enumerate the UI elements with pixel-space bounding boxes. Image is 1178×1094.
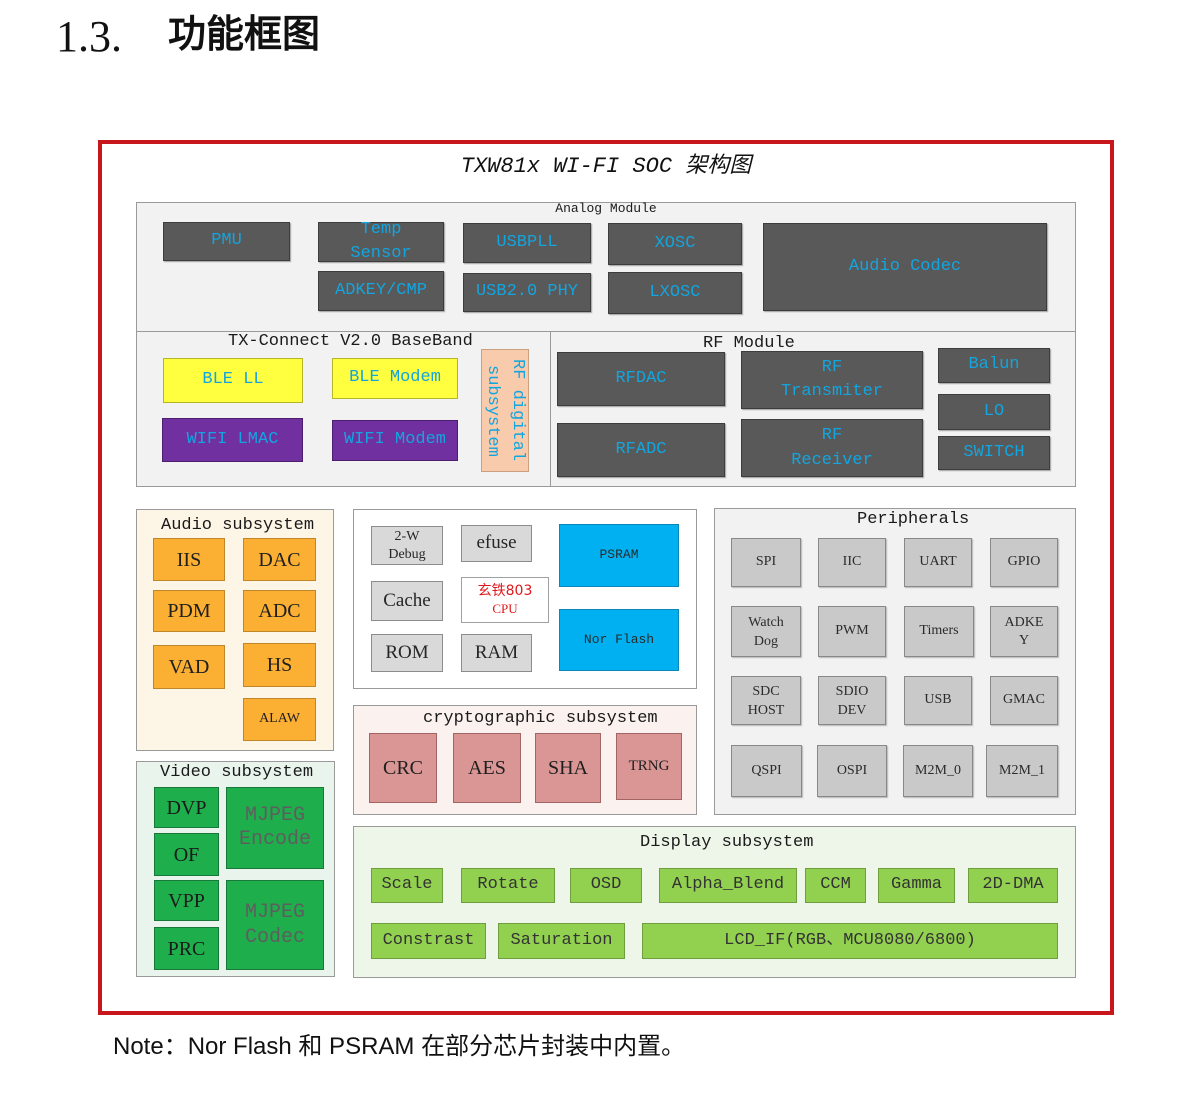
block-mjpeg-codec: MJPEG Codec bbox=[226, 880, 324, 970]
block-rfadc: RFADC bbox=[557, 423, 725, 477]
block-temp-sensor: Temp Sensor bbox=[318, 220, 444, 263]
block-gpio: GPIO bbox=[990, 538, 1058, 587]
block-lxosc: LXOSC bbox=[608, 272, 742, 314]
block-usb2-phy: USB2.0 PHY bbox=[463, 273, 591, 312]
block-alpha-blend: Alpha_Blend bbox=[659, 868, 797, 903]
block-nor-flash: Nor Flash bbox=[559, 609, 679, 671]
rf-digital-subsystem-label: RF digital subsystem bbox=[483, 359, 527, 462]
block-audio-codec: Audio Codec bbox=[763, 223, 1047, 311]
block-qspi: QSPI bbox=[731, 745, 802, 797]
adkey-label: ADKEY bbox=[1004, 614, 1044, 648]
block-rfdac: RFDAC bbox=[557, 352, 725, 406]
block-lcd-if: LCD_IF(RGB、MCU8080/6800) bbox=[642, 923, 1058, 959]
block-rf-transmitter: RF Transmiter bbox=[741, 351, 923, 409]
rf-module-label: RF Module bbox=[703, 334, 795, 353]
block-psram: PSRAM bbox=[559, 524, 679, 587]
block-ospi: OSPI bbox=[817, 745, 887, 797]
block-rf-digital-subsystem: RF digital subsystem bbox=[481, 349, 529, 472]
block-cache: Cache bbox=[371, 581, 443, 621]
audio-subsystem-label: Audio subsystem bbox=[161, 516, 315, 535]
baseband-label: TX-Connect V2.0 BaseBand bbox=[228, 332, 473, 351]
block-sdc-host: SDC HOST bbox=[731, 676, 801, 725]
block-alaw: ALAW bbox=[243, 698, 316, 741]
cpu-label: CPU bbox=[492, 601, 518, 616]
block-pwm: PWM bbox=[818, 606, 886, 657]
block-gamma: Gamma bbox=[878, 868, 955, 903]
block-balun: Balun bbox=[938, 348, 1050, 383]
block-pmu: PMU bbox=[163, 222, 290, 261]
section-title: 功能框图 bbox=[168, 12, 321, 56]
block-osd: OSD bbox=[570, 868, 642, 903]
block-m2m-1: M2M_1 bbox=[986, 745, 1058, 797]
block-hs: HS bbox=[243, 643, 316, 687]
block-usbpll: USBPLL bbox=[463, 223, 591, 263]
block-cpu: 玄铁803 CPU bbox=[461, 577, 549, 623]
block-timers: Timers bbox=[904, 606, 974, 657]
block-vad: VAD bbox=[153, 645, 225, 689]
diagram-title: TXW81x WI-FI SOC 架构图 bbox=[460, 154, 752, 179]
block-crc: CRC bbox=[369, 733, 437, 803]
block-iic: IIC bbox=[818, 538, 886, 587]
block-lo: LO bbox=[938, 394, 1050, 430]
block-switch: SWITCH bbox=[938, 436, 1050, 470]
block-watchdog: Watch Dog bbox=[731, 606, 801, 657]
block-dac: DAC bbox=[243, 538, 316, 581]
block-mjpeg-encode: MJPEG Encode bbox=[226, 787, 324, 869]
block-spi: SPI bbox=[731, 538, 801, 587]
block-adkey: ADKEY bbox=[990, 606, 1058, 657]
block-efuse: efuse bbox=[461, 525, 532, 562]
crypto-label: cryptographic subsystem bbox=[423, 709, 658, 728]
block-adc: ADC bbox=[243, 590, 316, 632]
block-adkey-cmp: ADKEY/CMP bbox=[318, 271, 444, 311]
block-usb: USB bbox=[904, 676, 972, 725]
analog-module-label: Analog Module bbox=[555, 201, 657, 216]
display-subsystem-label: Display subsystem bbox=[640, 833, 814, 852]
block-ble-modem: BLE Modem bbox=[332, 358, 458, 399]
block-trng: TRNG bbox=[616, 733, 682, 800]
block-rotate: Rotate bbox=[461, 868, 555, 903]
block-uart: UART bbox=[904, 538, 972, 587]
block-xosc: XOSC bbox=[608, 223, 742, 265]
block-2w-debug: 2-W Debug bbox=[371, 526, 443, 565]
block-sdio-dev: SDIO DEV bbox=[818, 676, 886, 725]
video-subsystem-label: Video subsystem bbox=[160, 763, 314, 782]
block-wifi-modem: WIFI Modem bbox=[332, 420, 458, 461]
block-scale: Scale bbox=[371, 868, 443, 903]
diagram-frame bbox=[98, 140, 1114, 1015]
block-rf-receiver: RF Receiver bbox=[741, 419, 923, 477]
footnote: Note：Nor Flash 和 PSRAM 在部分芯片封装中内置。 bbox=[113, 1033, 686, 1060]
block-pdm: PDM bbox=[153, 590, 225, 632]
block-2d-dma: 2D-DMA bbox=[968, 868, 1058, 903]
block-rom: ROM bbox=[371, 634, 443, 672]
block-dvp: DVP bbox=[154, 787, 219, 828]
section-number: 1.3. bbox=[56, 12, 122, 61]
block-ble-ll: BLE LL bbox=[163, 358, 303, 403]
block-ccm: CCM bbox=[805, 868, 866, 903]
block-wifi-lmac: WIFI LMAC bbox=[162, 418, 303, 462]
block-of: OF bbox=[154, 833, 219, 876]
block-gmac: GMAC bbox=[990, 676, 1058, 725]
block-m2m-0: M2M_0 bbox=[903, 745, 973, 797]
block-saturation: Saturation bbox=[498, 923, 625, 959]
block-contrast: Constrast bbox=[371, 923, 486, 959]
block-vpp: VPP bbox=[154, 880, 219, 921]
peripherals-label: Peripherals bbox=[857, 510, 970, 529]
block-prc: PRC bbox=[154, 927, 219, 970]
block-iis: IIS bbox=[153, 538, 225, 581]
block-ram: RAM bbox=[461, 634, 532, 672]
cpu-name: 玄铁803 bbox=[477, 583, 533, 599]
block-sha: SHA bbox=[535, 733, 601, 803]
block-aes: AES bbox=[453, 733, 521, 803]
